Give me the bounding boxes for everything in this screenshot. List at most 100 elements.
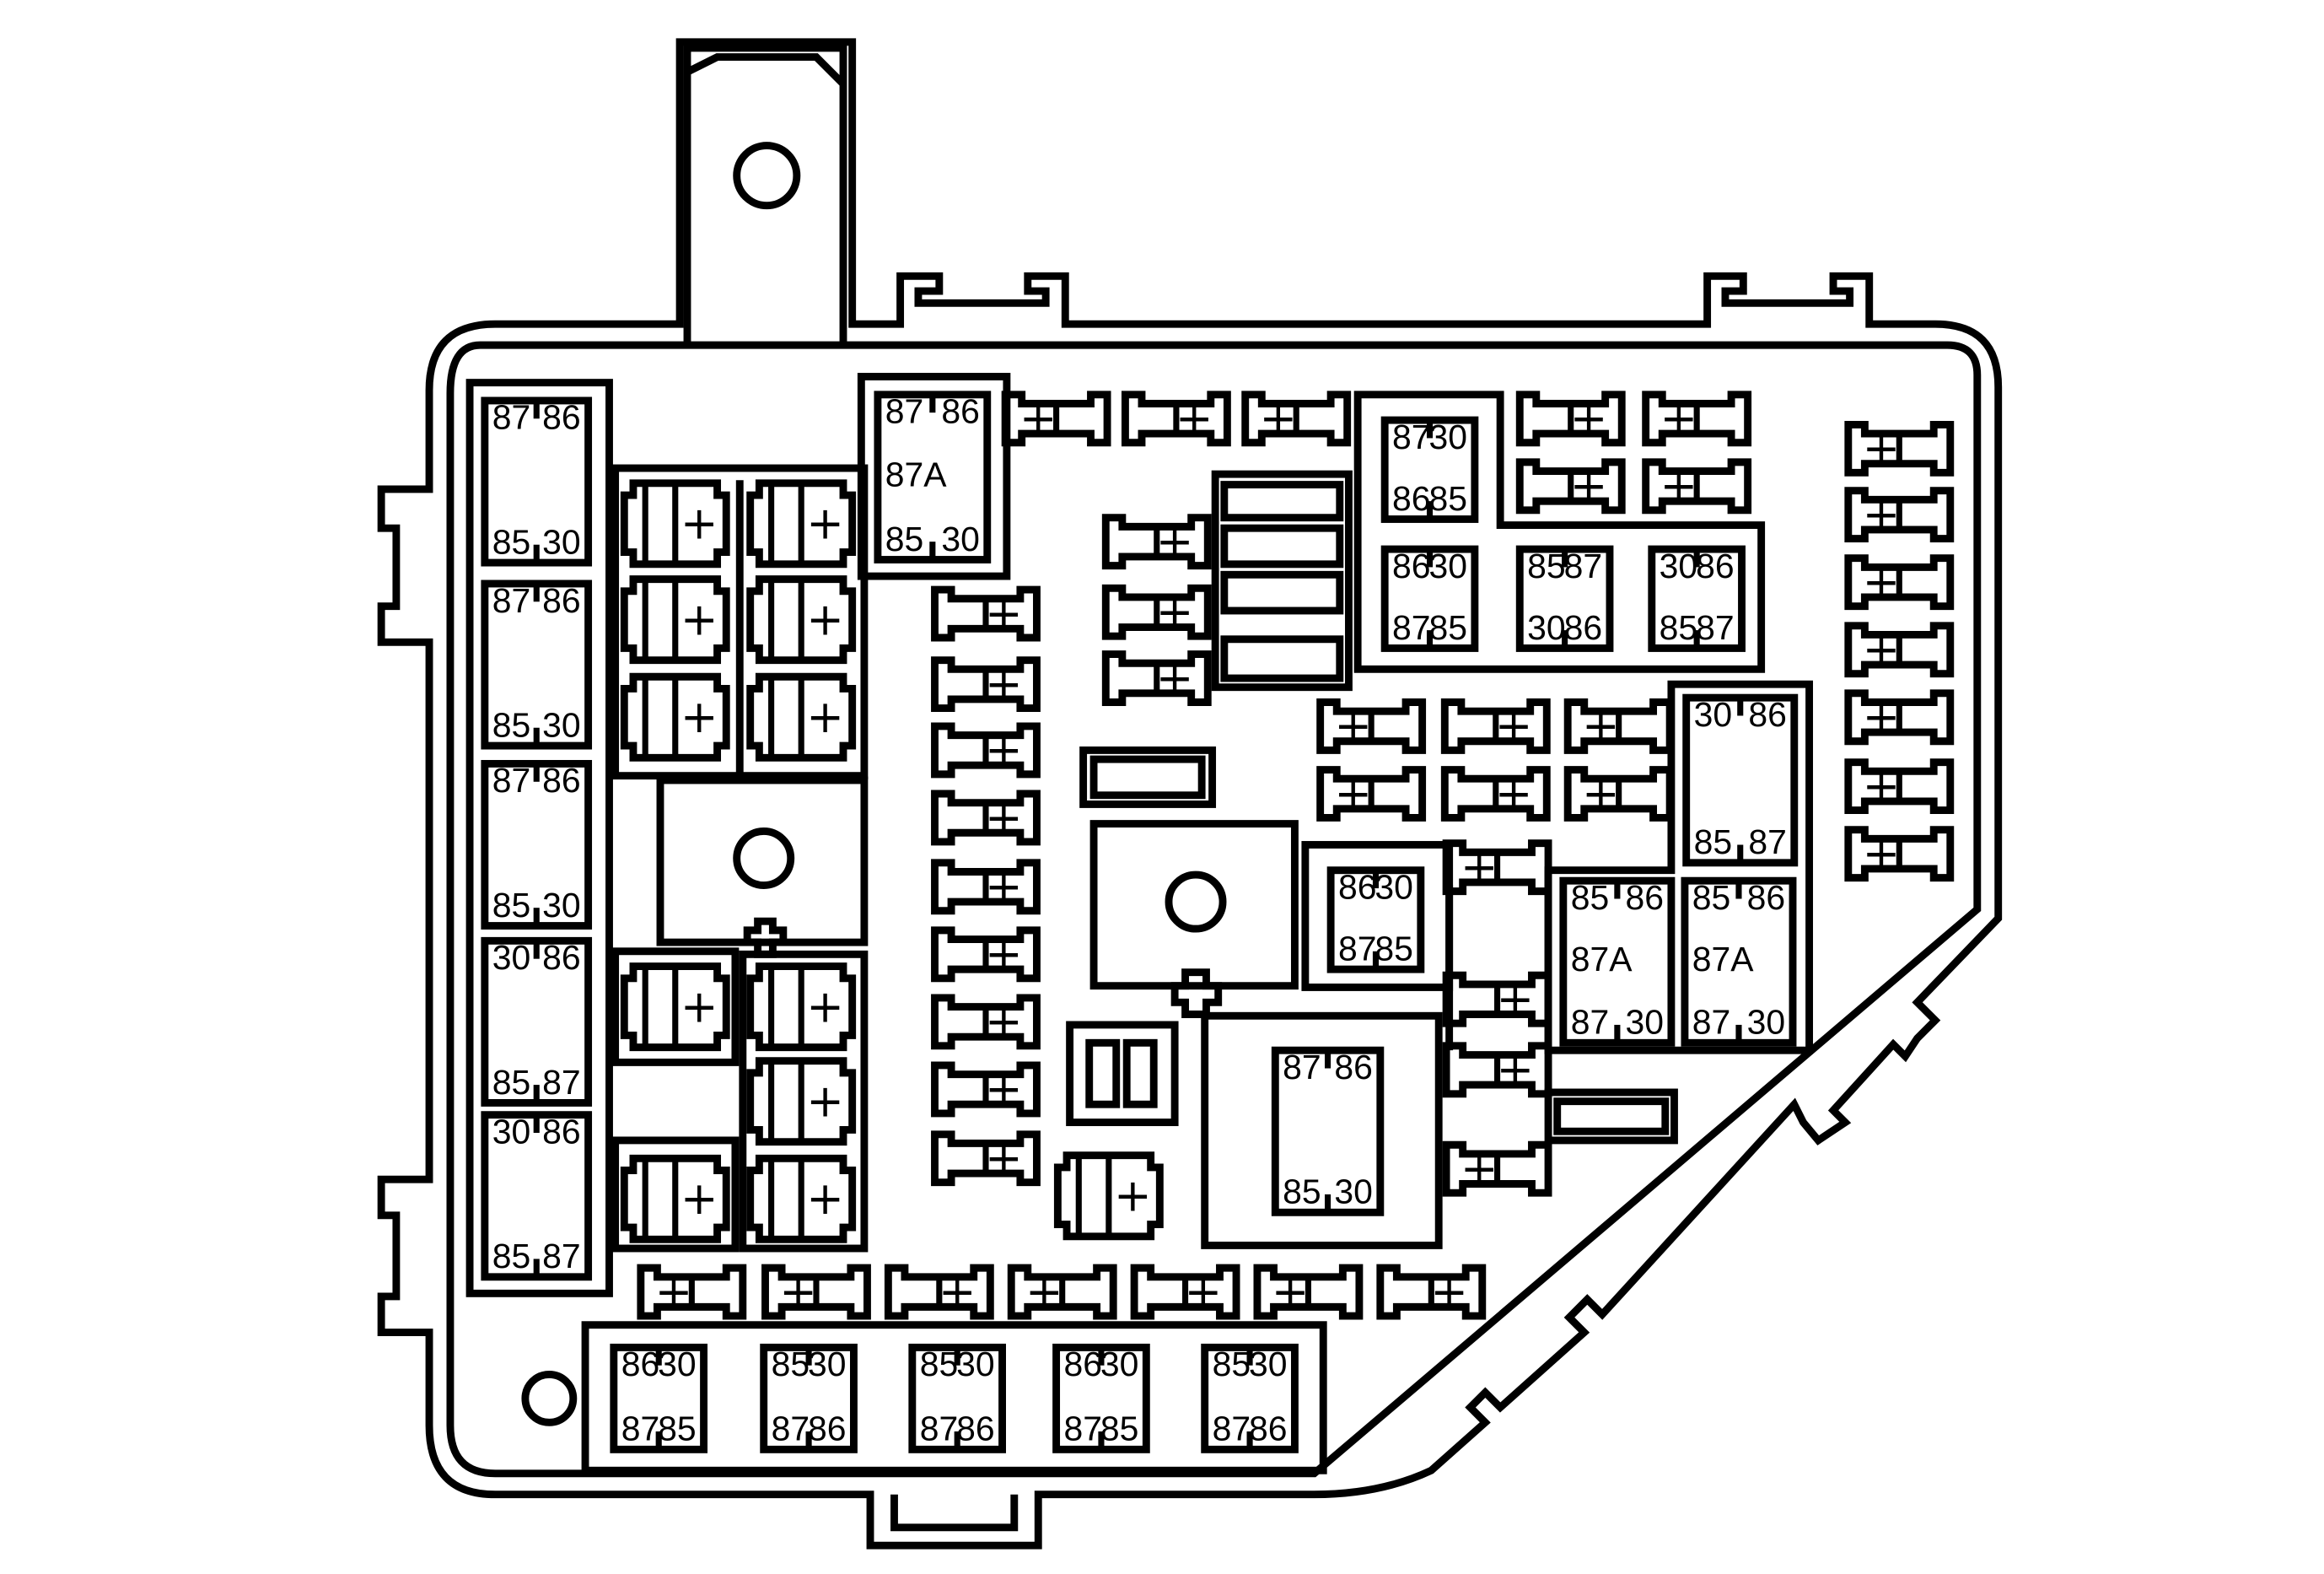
relay-pin-label: 30	[941, 520, 980, 558]
fuse-plus-mark: +	[806, 592, 844, 645]
mini-fuse: +	[1440, 766, 1551, 822]
fuse-plus-mark: +	[1156, 515, 1194, 568]
mini-fuse: +	[1442, 839, 1552, 896]
fuse-plus-mark: +	[985, 790, 1023, 844]
relay-pin-label: 87	[1696, 608, 1735, 647]
relay-pin-label: 86	[808, 1410, 847, 1448]
relay-pin-label: 86	[1392, 479, 1431, 518]
maxi-fuse: +	[746, 672, 857, 762]
bottom-tab	[890, 1494, 1019, 1532]
fuse-plus-mark: +	[985, 586, 1023, 639]
fuse-plus-mark: +	[1497, 972, 1535, 1025]
maxi-fuse: +	[620, 479, 730, 569]
fuse-plus-mark: +	[985, 860, 1023, 913]
spare-slot-1	[1079, 746, 1217, 808]
mini-fuse: +	[931, 656, 1041, 713]
relay-pin-label: 30	[956, 1345, 995, 1383]
left-relay-column	[465, 379, 613, 1297]
power-stud-block	[656, 776, 869, 946]
relay-pin-label: 85	[1694, 822, 1733, 861]
relay-pin-label: 85	[1374, 929, 1413, 968]
fuse-plus-mark: +	[939, 1264, 976, 1318]
fuse-plus-mark: +	[1660, 459, 1697, 512]
relay-pin-label: 85	[1283, 1172, 1321, 1211]
j-case-block	[1211, 470, 1353, 692]
fuse-plus-mark: +	[806, 1074, 844, 1127]
mini-fuse: +	[1101, 514, 1212, 570]
relay-pin-label: 87A	[1571, 940, 1633, 978]
fuse-plus-mark: +	[1863, 422, 1901, 475]
relay-pin-label: 85	[492, 1063, 531, 1102]
fuse-plus-mark: +	[681, 1172, 718, 1225]
fuse-plus-mark: +	[1863, 759, 1901, 812]
mini-fuse: +	[1440, 698, 1551, 754]
fuse-plus-mark: +	[1582, 767, 1620, 820]
maxi-fuse: +	[620, 575, 730, 665]
maxi-fuse: +	[746, 479, 857, 569]
relay-pin-label: 86	[1748, 695, 1787, 734]
relay-pin-label: 30	[1660, 547, 1698, 585]
relay-pin-label: 85	[885, 520, 924, 558]
relay-pin-label: 30	[492, 938, 531, 977]
mini-fuse: +	[931, 1061, 1041, 1118]
mini-fuse: +	[1442, 1140, 1552, 1197]
relay-pin-label: 30	[1527, 608, 1566, 647]
relay-pin-label: 30	[808, 1345, 847, 1383]
mini-fuse: +	[1844, 554, 1955, 611]
mini-fuse: +	[931, 722, 1041, 779]
relay-pin-label: 87	[772, 1410, 810, 1448]
fuse-plus-mark: +	[1660, 391, 1697, 445]
fuse-plus-mark: +	[985, 723, 1023, 776]
relay-pin-label: 86	[1747, 878, 1786, 917]
relay-pin-label: 30	[1428, 547, 1467, 585]
mini-fuse: +	[1563, 698, 1674, 754]
mini-fuse: +	[1442, 1042, 1552, 1098]
relay-pin-label: 87	[920, 1410, 959, 1448]
mini-fuse: +	[1844, 487, 1955, 543]
relay-pin-label: 87A	[885, 455, 948, 493]
upper-right-relay-group	[1353, 391, 1766, 673]
fuse-plus-mark: +	[1430, 1264, 1468, 1318]
center-stud	[1165, 871, 1227, 933]
mini-fuse: +	[1563, 766, 1674, 822]
relay-pin-label: 85	[492, 1237, 531, 1275]
mini-fuse: +	[1844, 689, 1955, 746]
diode-block	[1066, 1021, 1179, 1127]
mini-fuse: +	[1844, 826, 1955, 882]
mini-fuse: +	[761, 1264, 871, 1320]
fuse-plus-mark: +	[1114, 1169, 1152, 1222]
relay-pin-label: 86	[1338, 868, 1377, 907]
relay-pin-label: 87	[1213, 1410, 1251, 1448]
maxi-fuse: +	[746, 962, 857, 1052]
bolt-hole-bottom-left	[521, 1370, 578, 1426]
mini-fuse: +	[931, 926, 1041, 983]
relay-pin-label: 87A	[1692, 940, 1755, 978]
relay-pin-label: 87	[1692, 1003, 1731, 1042]
fuse-plus-mark: +	[1461, 840, 1498, 893]
maxi-fuses: ++++++++++++	[620, 479, 1164, 1243]
fuse-plus-mark: +	[1863, 690, 1901, 743]
relay-pin-label: 87	[1392, 608, 1431, 647]
mini-fuse: +	[1515, 391, 1626, 447]
mini-fuse: +	[1007, 1264, 1117, 1320]
fuse-plus-mark: +	[985, 1131, 1023, 1184]
relay-pin-label: 30	[1428, 418, 1467, 456]
relay-pin-label: 30	[542, 886, 581, 924]
relay-pin-label: 85	[1660, 608, 1698, 647]
fuse-plus-mark: +	[1156, 585, 1194, 639]
mounting-hole	[733, 142, 801, 210]
relay-pin-label: 85	[1213, 1345, 1251, 1383]
fuse-plus-mark: +	[1582, 699, 1620, 752]
relay-pin-label: 87	[1392, 418, 1431, 456]
relay-pin-label: 86	[542, 581, 581, 620]
fuse-plus-mark: +	[985, 995, 1023, 1048]
fuse-plus-mark: +	[681, 979, 718, 1032]
relay-pin-label: 30	[1694, 695, 1733, 734]
